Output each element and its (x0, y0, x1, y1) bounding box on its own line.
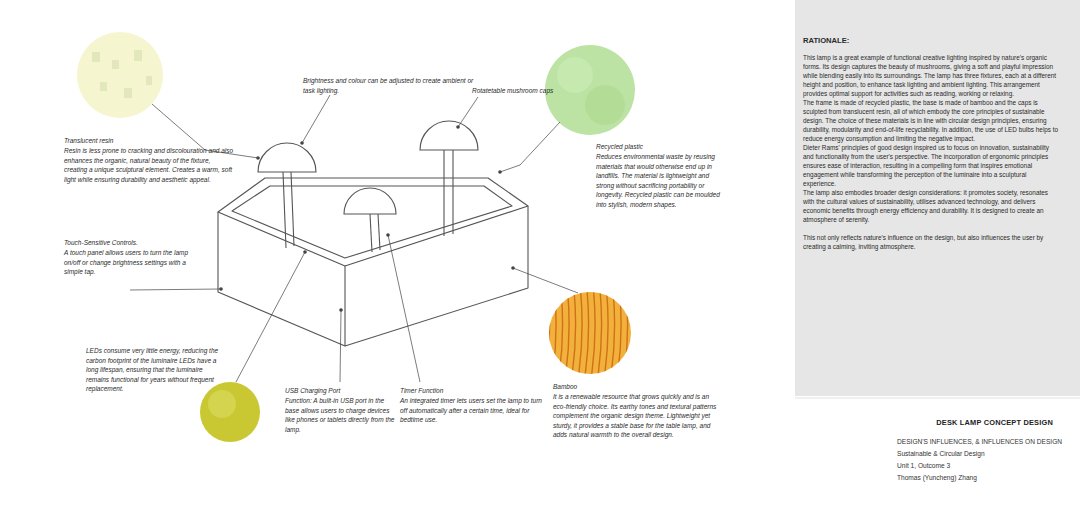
leader-dot (456, 125, 460, 129)
bamboo-grain (579, 290, 583, 376)
annotation-text: LEDs consume very little energy, reducin… (86, 346, 226, 394)
leader-line (236, 252, 305, 382)
panel-heading: RATIONALE: (803, 36, 1060, 45)
bamboo-grain (572, 290, 576, 376)
bamboo-grain (546, 290, 550, 376)
resin-fleck (124, 88, 132, 98)
bamboo-grain (559, 290, 563, 376)
sheet-title: DESK LAMP CONCEPT DESIGN (936, 418, 1053, 427)
lamp-base (218, 178, 528, 346)
resin-fleck (146, 76, 152, 85)
resin-fleck (112, 60, 119, 69)
leader-lines (130, 95, 578, 382)
annotation-text: Reduces environmental waste by reusing m… (596, 152, 728, 209)
mushroom-lamps (258, 121, 478, 252)
base-front-left (218, 212, 345, 346)
leader-line (513, 268, 578, 293)
annotation-text: Rotatetable mushroom caps (472, 86, 602, 96)
stem (443, 150, 444, 236)
annotation-text: Resin is less prone to cracking and disc… (64, 146, 234, 184)
resin-fleck (92, 52, 100, 62)
subtitle: DESIGN'S INFLUENCES, & INFLUENCES ON DES… (897, 436, 1072, 448)
base-top-rim (218, 178, 528, 266)
feature-heading: Touch-Sensitive Controls. (64, 238, 194, 248)
unit-label: Unit 1, Outcome 3 (897, 460, 1072, 472)
rationale-panel: RATIONALE: This lamp is a great example o… (795, 0, 1080, 396)
bamboo-grain (631, 290, 635, 376)
rationale-paragraph: This not only reflects nature's influenc… (803, 233, 1060, 251)
stem (378, 214, 380, 250)
bamboo-grain (624, 290, 628, 376)
mushroom-cap (420, 121, 478, 150)
plastic-mottle (585, 85, 625, 125)
bamboo-grain (605, 290, 609, 376)
annotation-text: Function: A built-in USB port in the bas… (285, 396, 397, 434)
rationale-paragraph: The lamp also embodies broader design co… (803, 188, 1060, 224)
leader-dot (300, 141, 304, 145)
leader-line (340, 310, 341, 382)
led-mottle (208, 390, 236, 418)
leader-line (130, 289, 221, 290)
annotation-text: Brightness and colour can be adjusted to… (303, 76, 483, 95)
base-inner-rim (232, 186, 512, 258)
base-front-right (345, 206, 528, 346)
bamboo-grain (566, 290, 570, 376)
bamboo-grain (553, 290, 557, 376)
course-name: Sustainable & Circular Design (897, 448, 1072, 460)
stem (452, 150, 453, 234)
material-heading: Bamboo (553, 382, 718, 392)
leader-dot (339, 308, 343, 312)
bamboo-texture (546, 290, 634, 376)
resin-fleck (134, 50, 142, 61)
leader-line (302, 95, 330, 143)
stem (370, 214, 372, 252)
panel-rule (795, 398, 1080, 399)
leader-dot (386, 233, 390, 237)
leader-dot (498, 170, 502, 174)
stem (291, 172, 294, 246)
bamboo-grain (592, 290, 596, 376)
resin-fleck (100, 82, 107, 91)
recycled-plastic-swatch (545, 45, 635, 135)
leader-dots (219, 125, 515, 312)
bamboo-grain (618, 290, 622, 376)
rationale-paragraph: This lamp is a great example of function… (803, 53, 1060, 98)
bamboo-grain (611, 290, 615, 376)
annotation-text: An integrated timer lets users set the l… (400, 396, 545, 425)
feature-heading: Timer Function (400, 386, 545, 396)
leader-line (500, 122, 560, 172)
plastic-mottle (557, 57, 593, 93)
material-heading: Recycled plastic (596, 142, 726, 152)
resin-swatch (77, 32, 163, 118)
author-name: Thomas (Yuncheng) Zhang (897, 472, 1072, 484)
leader-dot (256, 156, 260, 160)
bamboo-grain (585, 290, 589, 376)
leader-dot (511, 266, 515, 270)
mushroom-cap (258, 143, 316, 172)
material-heading: Translucent resin (64, 136, 239, 146)
leader-line (458, 97, 478, 127)
leader-line (388, 235, 420, 382)
rationale-paragraph: The frame is made of recycled plastic, t… (803, 98, 1060, 143)
feature-heading: USB Charging Port (285, 386, 393, 396)
mushroom-cap (344, 188, 396, 214)
rationale-paragraph: Dieter Rams' principles of good design i… (803, 143, 1060, 188)
resin-texture (92, 50, 152, 98)
leader-dot (303, 250, 307, 254)
annotation-text: It is a renewable resource that grows qu… (553, 392, 721, 440)
led-swatch (200, 382, 260, 442)
leader-dot (219, 287, 223, 291)
annotation-text: A touch panel allows users to turn the l… (64, 248, 196, 277)
bamboo-grain (598, 290, 602, 376)
stem (283, 172, 286, 248)
